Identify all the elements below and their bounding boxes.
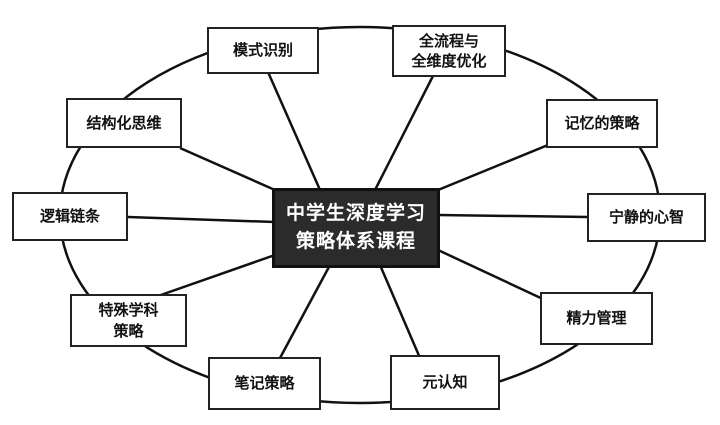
node-label: 精力管理 [566, 309, 627, 328]
node-special-subject-strategy: 特殊学科 策略 [70, 294, 187, 347]
connector-pattern [266, 71, 322, 191]
node-note-taking-strategy: 笔记策略 [208, 357, 321, 410]
node-label: 宁静的心智 [608, 208, 684, 227]
connector-optimize [373, 71, 437, 191]
node-structured-thinking: 结构化思维 [66, 98, 182, 148]
node-memory-strategy: 记忆的策略 [546, 99, 658, 148]
connector-logic [127, 215, 276, 224]
node-pattern-recognition: 模式识别 [207, 27, 319, 74]
node-calm-mind: 宁静的心智 [587, 193, 706, 242]
connector-meta [378, 264, 422, 359]
node-label: 元认知 [422, 373, 468, 392]
node-label: 模式识别 [232, 41, 293, 60]
connector-calm [437, 213, 589, 219]
node-label: 笔记策略 [234, 374, 295, 393]
connector-subject [157, 253, 276, 298]
center-topic-label: 中学生深度学习 策略体系课程 [285, 202, 426, 252]
node-logic-chain: 逻辑链条 [12, 192, 128, 241]
node-metacognition: 元认知 [390, 355, 500, 410]
connector-energy [437, 248, 546, 302]
connector-memory [437, 143, 549, 192]
node-energy-management: 精力管理 [540, 292, 653, 345]
center-topic: 中学生深度学习 策略体系课程 [272, 188, 440, 268]
connector-structured [179, 146, 276, 192]
node-full-process-optimization: 全流程与 全维度优化 [392, 25, 506, 77]
node-label: 特殊学科 策略 [98, 301, 159, 340]
node-label: 记忆的策略 [564, 114, 640, 133]
node-label: 全流程与 全维度优化 [411, 31, 487, 70]
node-label: 逻辑链条 [39, 207, 100, 226]
node-label: 结构化思维 [86, 113, 162, 132]
connector-notes [278, 264, 332, 359]
